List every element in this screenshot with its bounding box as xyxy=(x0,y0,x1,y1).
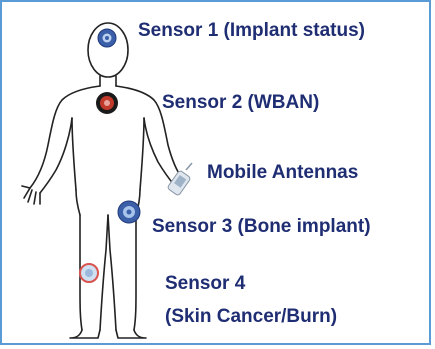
mobile-antennas-label: Mobile Antennas xyxy=(207,162,358,184)
sensor-3-label: Sensor 3 (Bone implant) xyxy=(152,216,371,238)
sensor-2-icon xyxy=(96,92,118,114)
sensor-1-label: Sensor 1 (Implant status) xyxy=(138,20,365,42)
sensor-4-description: (Skin Cancer/Burn) xyxy=(165,306,337,328)
sensor-2-label: Sensor 2 (WBAN) xyxy=(162,92,319,114)
sensor-4-label: Sensor 4 xyxy=(165,273,245,295)
sensor-3-icon xyxy=(118,201,140,223)
sensor-1-icon xyxy=(98,29,116,47)
human-body-outline xyxy=(22,23,182,338)
sensor-4-icon xyxy=(80,264,98,282)
